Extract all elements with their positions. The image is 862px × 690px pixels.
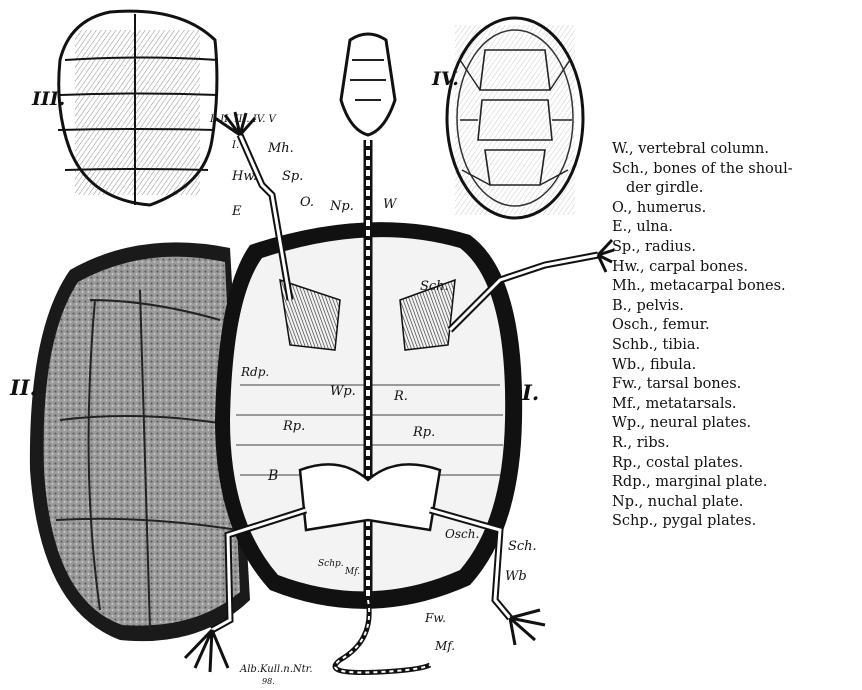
legend-item-text: R., ribs. bbox=[612, 435, 670, 451]
legend-item: R., ribs. bbox=[612, 434, 857, 454]
legend-item: Wp., neural plates. bbox=[612, 414, 857, 434]
label-O: O. bbox=[300, 195, 314, 210]
legend-item-text: Sp., radius. bbox=[612, 239, 696, 255]
legend-item-text: E., ulna. bbox=[612, 219, 673, 235]
label-Mh: Mh. bbox=[267, 141, 294, 156]
legend-item: E., ulna. bbox=[612, 218, 857, 238]
legend-item: Osch., femur. bbox=[612, 316, 857, 336]
legend-item-text: Rdp., marginal plate. bbox=[612, 474, 767, 490]
legend-item: Schb., tibia. bbox=[612, 336, 857, 356]
legend-item: Sp., radius. bbox=[612, 238, 857, 258]
legend-item-text: W., vertebral column. bbox=[612, 141, 769, 157]
legend-item: Wb., fibula. bbox=[612, 356, 857, 376]
label-B: B bbox=[267, 468, 278, 484]
label-Fw: Fw. bbox=[424, 611, 446, 625]
legend-item: Mf., metatarsals. bbox=[612, 395, 857, 415]
label-digits: I. II. III. IV. V bbox=[209, 114, 278, 125]
legend-item-text: Fw., tarsal bones. bbox=[612, 376, 741, 392]
legend-item-text: Osch., femur. bbox=[612, 317, 710, 333]
legend-item: B., pelvis. bbox=[612, 297, 857, 317]
label-roman-III: III. bbox=[31, 88, 65, 110]
label-Np: Np. bbox=[329, 199, 354, 214]
label-Sch-lower: Sch. bbox=[508, 539, 537, 554]
legend-item: Rdp., marginal plate. bbox=[612, 473, 857, 493]
label-E: E bbox=[231, 204, 242, 219]
legend-item-continuation: der girdle. bbox=[612, 179, 857, 199]
legend-item-text: Wp., neural plates. bbox=[612, 415, 751, 431]
legend-item-text: Sch., bones of the shoul- bbox=[612, 161, 793, 177]
label-Schp: Schp. bbox=[318, 559, 344, 569]
legend-item-text: Mh., metacarpal bones. bbox=[612, 278, 786, 294]
legend-item-text: O., humerus. bbox=[612, 200, 706, 216]
legend-item-text: Rp., costal plates. bbox=[612, 455, 743, 471]
legend-item: Fw., tarsal bones. bbox=[612, 375, 857, 395]
legend-item-text: Schb., tibia. bbox=[612, 337, 700, 353]
label-W: W bbox=[383, 197, 398, 212]
legend-item: Rp., costal plates. bbox=[612, 454, 857, 474]
engraver-signature: Alb.Kull.n.Ntr. bbox=[239, 664, 313, 675]
label-Wp: Wp. bbox=[330, 384, 356, 399]
label-roman-II: II. bbox=[9, 375, 37, 400]
label-Rp-right: Rp. bbox=[412, 425, 435, 440]
legend-item: O., humerus. bbox=[612, 199, 857, 219]
label-Hw: Hw. bbox=[231, 169, 257, 184]
legend-item-text: Hw., carpal bones. bbox=[612, 259, 748, 275]
legend-list: W., vertebral column. Sch., bones of the … bbox=[612, 140, 857, 532]
carapace-IV bbox=[447, 18, 583, 218]
label-Sp: Sp. bbox=[282, 169, 303, 184]
label-Rdp: Rdp. bbox=[240, 365, 269, 379]
label-Wb: Wb bbox=[505, 569, 527, 584]
label-Sch-upper: Sch. bbox=[420, 279, 449, 294]
label-roman-IV: IV. bbox=[431, 68, 459, 90]
label-digit-I: I. bbox=[231, 140, 239, 151]
legend-item-text: Np., nuchal plate. bbox=[612, 494, 743, 510]
label-Rp-left: Rp. bbox=[282, 419, 305, 434]
legend-item: W., vertebral column. bbox=[612, 140, 857, 160]
legend-item-text: Wb., fibula. bbox=[612, 357, 696, 373]
plastron-III bbox=[58, 11, 218, 205]
legend-item: Sch., bones of the shoul-der girdle. bbox=[612, 160, 857, 199]
legend-item-text: Schp., pygal plates. bbox=[612, 513, 756, 529]
engraver-signature-number: 98. bbox=[262, 677, 275, 686]
label-Mf-small: Mf. bbox=[344, 567, 360, 577]
legend-item: Np., nuchal plate. bbox=[612, 493, 857, 513]
legend-item: Hw., carpal bones. bbox=[612, 258, 857, 278]
legend-item: Mh., metacarpal bones. bbox=[612, 277, 857, 297]
legend-item: Schp., pygal plates. bbox=[612, 512, 857, 532]
legend-item-text: B., pelvis. bbox=[612, 298, 684, 314]
label-Mf: Mf. bbox=[434, 639, 455, 653]
label-R: R. bbox=[393, 389, 408, 404]
label-roman-I: I. bbox=[521, 380, 539, 405]
legend-item-text: Mf., metatarsals. bbox=[612, 396, 737, 412]
label-Osch: Osch. bbox=[445, 527, 479, 541]
